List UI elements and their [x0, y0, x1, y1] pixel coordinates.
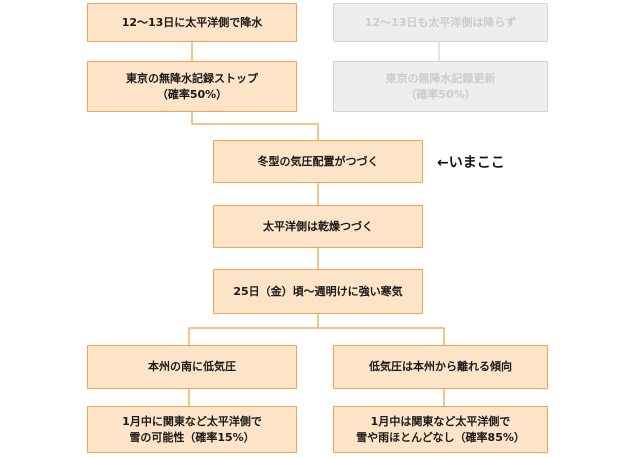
connector-cold-branch	[188, 314, 319, 345]
box-rain-on-pacific-side: 12〜13日に太平洋側で降水	[87, 3, 297, 42]
box-strong-cold-air: 25日（金）頃〜週明けに強い寒気	[213, 269, 423, 314]
box-rain-on-pacific-side-label: 12〜13日に太平洋側で降水	[121, 15, 263, 29]
box-dry-continues: 太平洋側は乾燥つづく	[213, 205, 423, 248]
box-winter-pressure-pattern-label: 冬型の気圧配置がつづく	[257, 154, 379, 168]
box-snow-possible-label: 1月中に関東など太平洋側で 雪の可能性（確率15%）	[122, 414, 262, 444]
box-record-stop-label: 東京の無降水記録ストップ （確率50%）	[126, 71, 258, 101]
box-low-south-of-honshu-label: 本州の南に低気圧	[148, 360, 236, 373]
connector-cold-branch-right	[318, 327, 445, 345]
box-snow-possible: 1月中に関東など太平洋側で 雪の可能性（確率15%）	[87, 406, 297, 453]
box-low-moves-away: 低気圧は本州から離れる傾向	[333, 345, 548, 389]
box-record-stop: 東京の無降水記録ストップ （確率50%）	[87, 61, 297, 112]
box-record-update-label: 東京の無降水記録更新 （確率50%）	[385, 71, 496, 101]
box-no-snow-or-rain: 1月中は関東など太平洋側で 雪や雨ほとんどなし（確率85%）	[333, 406, 548, 453]
box-no-rain-on-pacific-side: 12〜13日も太平洋側は降らず	[333, 3, 548, 42]
box-low-south-of-honshu: 本州の南に低気圧	[87, 345, 297, 389]
box-no-snow-or-rain-label: 1月中は関東など太平洋側で 雪や雨ほとんどなし（確率85%）	[356, 414, 525, 444]
box-record-update: 東京の無降水記録更新 （確率50%）	[333, 61, 548, 112]
box-low-moves-away-label: 低気圧は本州から離れる傾向	[369, 360, 512, 373]
box-winter-pressure-pattern: 冬型の気圧配置がつづく	[213, 140, 423, 183]
box-no-rain-on-pacific-side-label: 12〜13日も太平洋側は降らず	[364, 15, 517, 29]
current-position-marker: ←いまここ	[437, 155, 505, 171]
box-dry-continues-label: 太平洋側は乾燥つづく	[263, 219, 373, 233]
box-strong-cold-air-label: 25日（金）頃〜週明けに強い寒気	[233, 284, 403, 298]
connector-record-stop-to-winter-pattern	[191, 112, 319, 140]
